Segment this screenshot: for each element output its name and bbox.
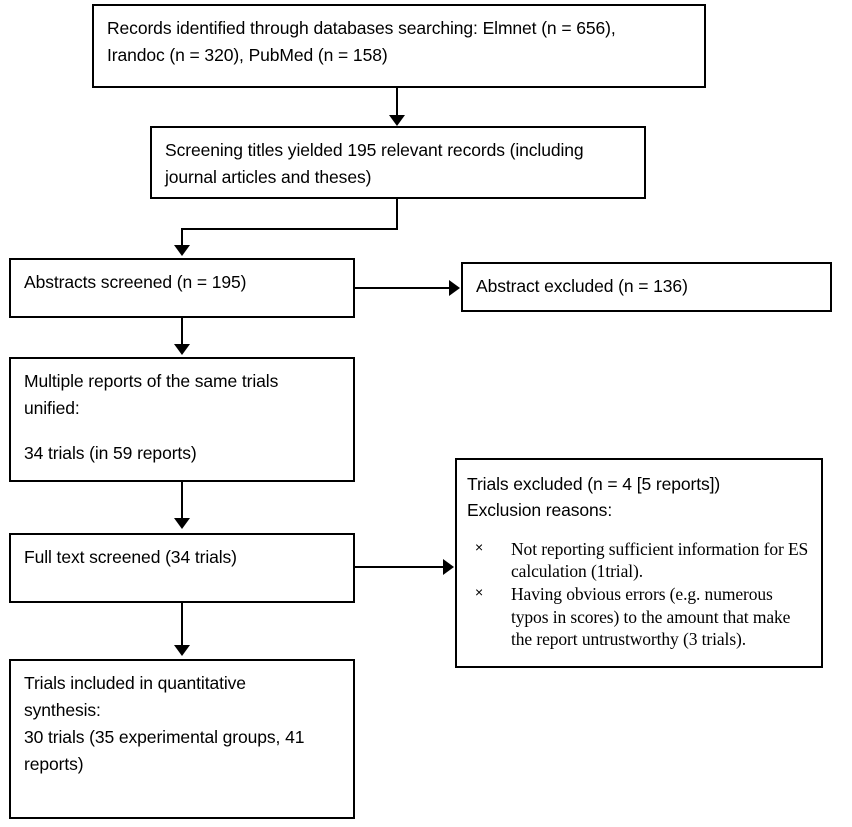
node-trials-included: Trials included in quantitative synthesi… [9,659,355,819]
connector-records-to-screening-line [396,88,398,121]
connector-screening-to-abstracts-arrowhead [174,245,190,256]
node-records-identified: Records identified through databases sea… [92,4,706,88]
full-text-screened-line-1: Full text screened (34 trials) [24,547,237,567]
trials-included-line-3: 30 trials (35 experimental groups, 41 [24,727,305,748]
connector-fulltext-to-included-arrowhead [174,645,190,656]
node-multiple-reports: Multiple reports of the same trials unif… [9,357,355,482]
cross-bullet-icon: × [475,584,484,601]
screening-titles-line-2: journal articles and theses) [165,167,372,188]
node-full-text-screened: Full text screened (34 trials) [9,533,355,603]
connector-fulltext-to-trials-excluded-arrowhead [443,559,454,575]
node-trials-excluded: Trials excluded (n = 4 [5 reports]) Excl… [455,458,823,668]
trials-excluded-subheader: Exclusion reasons: [467,500,613,521]
exclusion-reasons-list: × Not reporting sufficient information f… [467,538,809,651]
records-identified-line-2: Irandoc (n = 320), PubMed (n = 158) [107,45,388,66]
list-item: × Having obvious errors (e.g. numerous t… [467,583,809,650]
trials-included-line-2: synthesis: [24,700,101,721]
list-item: × Not reporting sufficient information f… [467,538,809,583]
connector-screening-to-abstracts-seg-down-1 [396,199,398,230]
node-abstract-excluded: Abstract excluded (n = 136) [461,262,832,312]
exclusion-reason-text: Having obvious errors (e.g. numerous typ… [511,584,791,650]
multiple-reports-line-3: 34 trials (in 59 reports) [24,442,197,463]
multiple-reports-line-1: Multiple reports of the same trials [24,371,279,391]
abstracts-screened-line-1: Abstracts screened (n = 195) [24,272,247,292]
node-screening-titles: Screening titles yielded 195 relevant re… [150,126,646,199]
connector-abstracts-to-excluded-arrowhead [449,280,460,296]
trials-excluded-header: Trials excluded (n = 4 [5 reports]) [467,474,721,494]
trials-included-line-4: reports) [24,754,84,775]
exclusion-reason-text: Not reporting sufficient information for… [511,538,809,581]
connector-multiple-to-fulltext-line [181,482,183,524]
trials-included-line-1: Trials included in quantitative [24,673,246,693]
connector-abstracts-to-multiple-line [181,318,183,350]
connector-abstracts-to-excluded-line [355,287,450,289]
connector-fulltext-to-trials-excluded-line [355,566,444,568]
connector-fulltext-to-included-line [181,603,183,651]
screening-titles-line-1: Screening titles yielded 195 relevant re… [165,140,584,160]
connector-screening-to-abstracts-seg-left [181,228,398,230]
connector-records-to-screening-arrowhead [389,115,405,126]
cross-bullet-icon: × [475,538,484,555]
node-abstracts-screened: Abstracts screened (n = 195) [9,258,355,318]
abstract-excluded-line-1: Abstract excluded (n = 136) [476,276,688,296]
connector-screening-to-abstracts-seg-down-2 [181,228,183,250]
connector-abstracts-to-multiple-arrowhead [174,344,190,355]
connector-multiple-to-fulltext-arrowhead [174,518,190,529]
multiple-reports-line-2: unified: [24,398,80,419]
records-identified-line-1: Records identified through databases sea… [107,18,616,38]
